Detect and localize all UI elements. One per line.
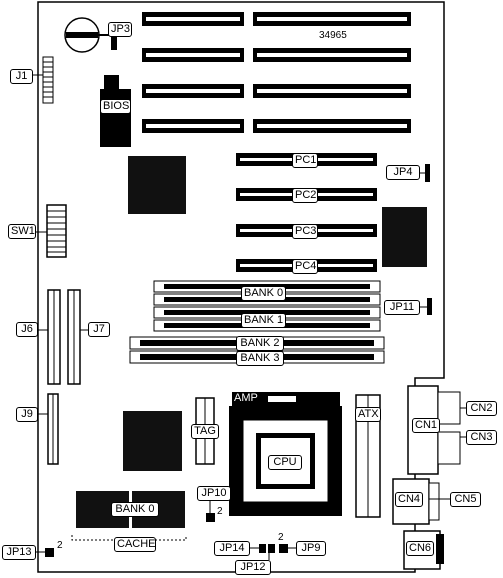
jp9-label: JP9	[296, 541, 326, 556]
cn2-label: CN2	[466, 401, 497, 416]
jp10-jumper	[206, 513, 215, 522]
bank0-label: BANK 0	[241, 286, 286, 301]
j7-header	[67, 289, 81, 385]
j6-header	[47, 289, 61, 385]
cache-bank0-label: BANK 0	[111, 502, 159, 517]
jp13-pin2-marker: 2	[57, 540, 63, 551]
cache-label: CACHE	[114, 537, 156, 552]
jp13-jumper	[45, 548, 54, 557]
battery	[64, 17, 113, 53]
jp11-label: JP11	[384, 300, 420, 315]
cn6-connector	[403, 530, 444, 570]
j7-label: J7	[88, 322, 110, 337]
jp4-label: JP4	[386, 165, 420, 180]
cn1-label: CN1	[412, 418, 440, 433]
jp10-pin2-marker: 2	[217, 506, 223, 517]
board-number: 34965	[319, 30, 347, 41]
jp10-label: JP10	[197, 486, 231, 501]
cn4-label: CN4	[395, 492, 423, 507]
jp14-pin2-marker: 2	[278, 532, 284, 543]
cn6-label: CN6	[406, 541, 434, 556]
jp14-label: JP14	[214, 541, 250, 556]
pc3-label: PC3	[292, 224, 318, 239]
pc2-label: PC2	[292, 188, 318, 203]
j1-label: J1	[10, 69, 33, 84]
pci-slots	[236, 153, 377, 272]
jp9-jumper	[279, 544, 288, 553]
j9-header	[47, 393, 59, 465]
amp-label: AMP	[234, 392, 258, 404]
j1-header	[42, 56, 54, 104]
chipset-2	[382, 207, 427, 267]
bios-label: BIOS	[100, 99, 131, 114]
jp12-label: JP12	[235, 560, 271, 575]
bios-chip	[100, 75, 131, 147]
chipset-3	[123, 411, 182, 471]
pc1-label: PC1	[292, 153, 318, 168]
bank2-label: BANK 2	[236, 336, 284, 351]
chipset-1	[128, 156, 186, 214]
atx-label: ATX	[355, 407, 381, 422]
jp3-label: JP3	[108, 22, 132, 37]
jp3-jumper	[111, 36, 117, 50]
cpu-label: CPU	[268, 455, 302, 470]
cpu-socket	[229, 392, 342, 516]
pc4-label: PC4	[292, 259, 318, 274]
bank3-label: BANK 3	[236, 351, 284, 366]
cn3-label: CN3	[466, 430, 497, 445]
jp13-label: JP13	[2, 545, 36, 560]
cn5-label: CN5	[450, 492, 481, 507]
j9-label: J9	[16, 407, 38, 422]
tag-label: TAG	[191, 424, 219, 439]
jp14-jumper	[259, 544, 266, 553]
jp12-jumper	[268, 544, 275, 553]
isa-slots	[142, 12, 411, 133]
sw1-label: SW1	[8, 224, 36, 239]
j6-label: J6	[16, 322, 38, 337]
bank1-label: BANK 1	[241, 313, 286, 328]
sw1-switch	[46, 204, 67, 258]
board-outline	[37, 1, 445, 573]
